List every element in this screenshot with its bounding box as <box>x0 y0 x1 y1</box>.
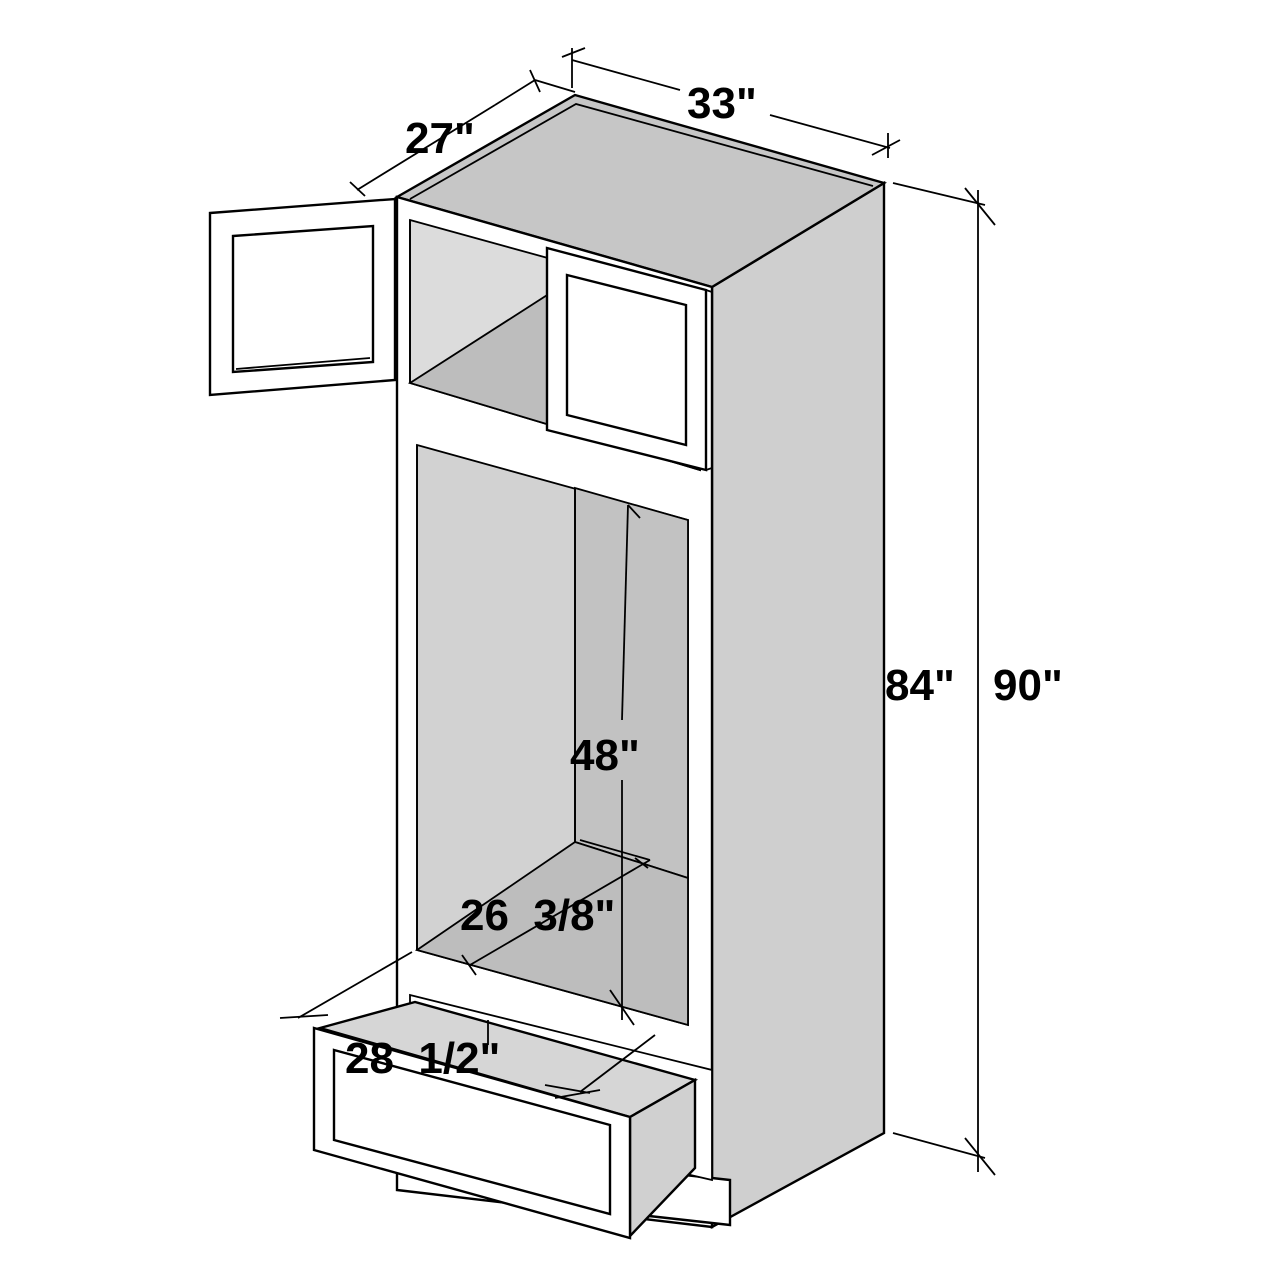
depth-label: 27" <box>405 114 475 163</box>
opening-width-label: 28 1/2" <box>345 1034 500 1083</box>
width-label: 33" <box>687 79 757 128</box>
side-panel <box>710 180 886 1230</box>
upper-door-right <box>545 246 713 472</box>
dimension-lines <box>279 47 996 1176</box>
opening-height-label: 48" <box>570 731 640 780</box>
total-height-label: 90" <box>993 661 1063 710</box>
upper-door-left <box>208 196 398 397</box>
oven-floor <box>414 841 689 1027</box>
oven-side-wall <box>574 486 689 880</box>
oven-opening <box>414 443 689 1027</box>
box-height-label: 84" <box>885 661 955 710</box>
drawer-front-panel <box>332 1048 612 1216</box>
opening-depth-label: 26 3/8" <box>460 891 615 940</box>
